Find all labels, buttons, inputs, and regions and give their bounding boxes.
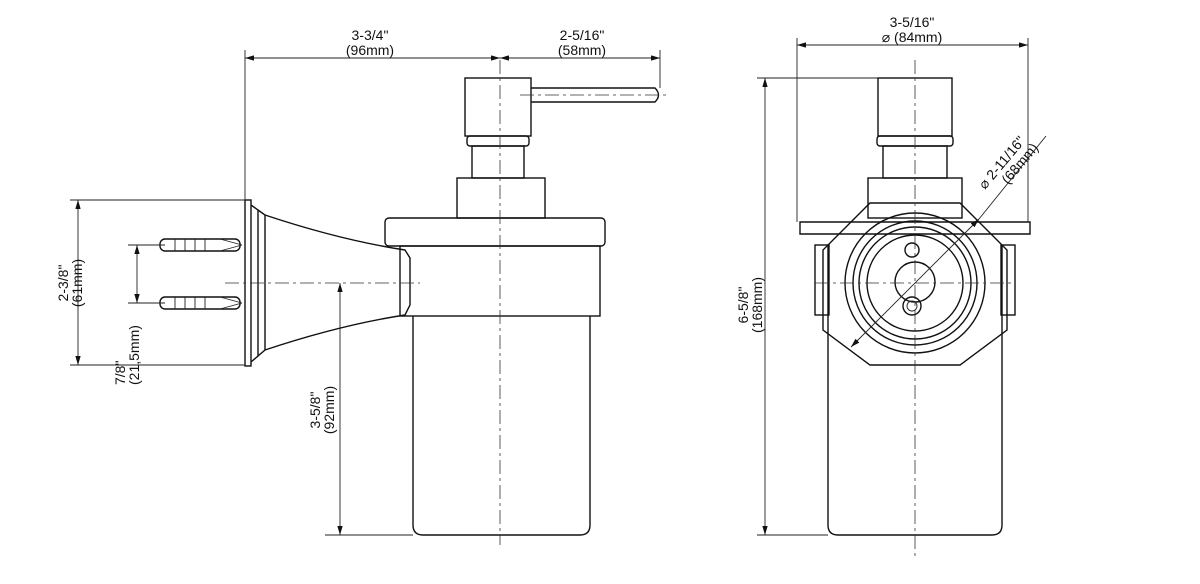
mount-height-inch: 3-5/8": [307, 392, 323, 429]
spout-inch: 2-5/16": [560, 27, 605, 43]
plate-height-mm: (61mm): [69, 259, 85, 307]
pump-head: [456, 77, 670, 219]
screw-spacing-mm: (21,5mm): [126, 325, 142, 385]
height-mm: (168mm): [749, 277, 765, 333]
height-inch: 6-5/8": [735, 287, 751, 324]
depth-inch: 3-3/4": [352, 27, 389, 43]
screw-spacing-inch: 7/8": [112, 361, 128, 385]
side-view: 3-3/4" (96mm) 2-5/16" (58mm) 2-3/8" (61m…: [55, 27, 670, 545]
mount-height-mm: (92mm): [321, 386, 337, 434]
wall-anchors: [159, 238, 243, 310]
plate-height-inch: 2-3/8": [55, 265, 71, 302]
width-inch: 3-5/16": [890, 14, 935, 30]
width-mm: ⌀ (84mm): [882, 29, 943, 45]
depth-mm: (96mm): [346, 42, 394, 58]
spout-mm: (58mm): [558, 42, 606, 58]
bottle: [384, 217, 606, 536]
front-view: 3-5/16" ⌀ (84mm) 6-5/8" (168mm) ⌀ 2-11/1…: [735, 14, 1047, 560]
